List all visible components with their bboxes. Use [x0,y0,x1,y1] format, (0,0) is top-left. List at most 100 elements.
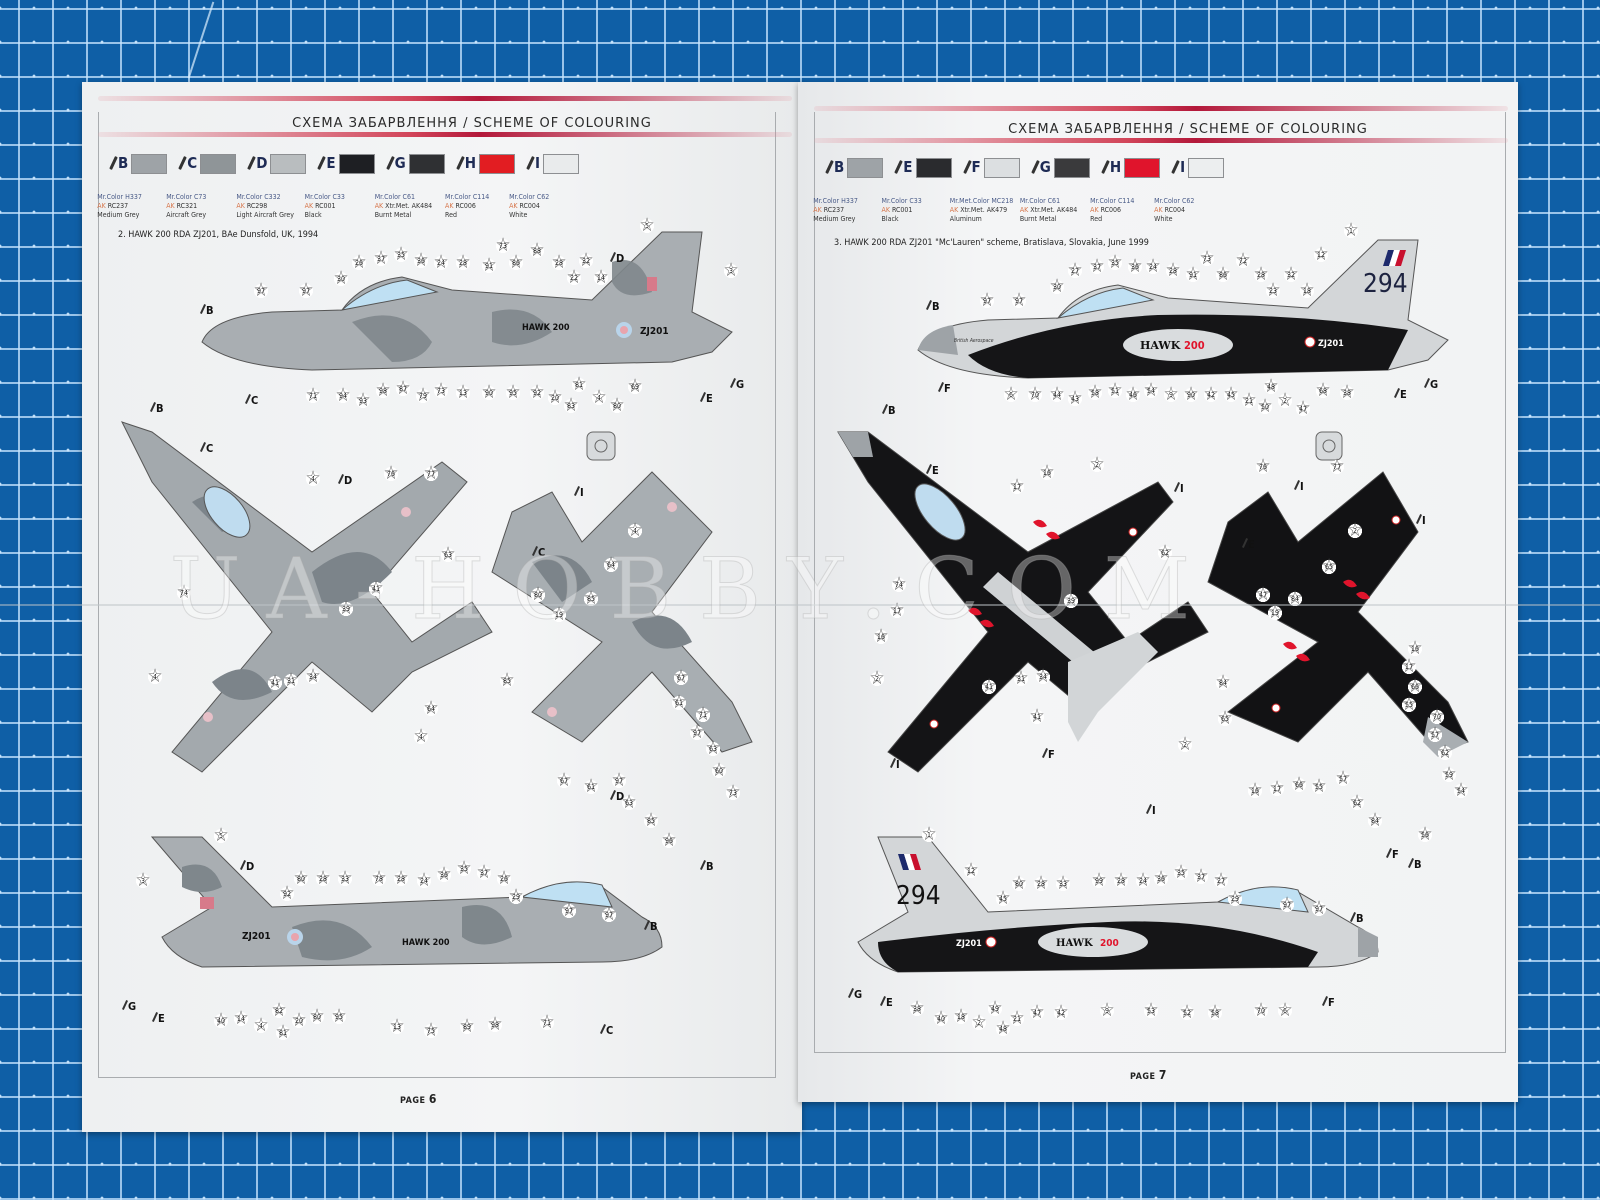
decal-callout-36: 36 [1126,257,1144,276]
decal-callout-67: 67 [672,668,690,687]
decal-callout-27: 27 [1066,261,1084,280]
decal-callout-6: 6 [1276,1001,1294,1020]
decal-callout-64: 64 [602,555,620,574]
decal-callout-30: 30 [332,269,350,288]
decal-callout-39: 39 [337,599,355,618]
page-frame [98,112,776,1078]
decal-callout-17: 17 [1268,779,1286,798]
decal-callout-81: 81 [274,1023,292,1042]
decal-callout-63: 63 [620,793,638,812]
nose-script-marking: British Aerospace [954,338,994,344]
decal-callout-97: 97 [688,723,706,742]
brush-icon [455,156,465,170]
decal-callout-2: 2 [1346,521,1364,540]
paint-label-i: I [1296,480,1304,493]
page-header-title: СХЕМА ЗАБАРВЛЕННЯ / SCHEME OF COLOURING [1008,122,1368,137]
paint-label-c: C [202,442,213,455]
decal-callout-19: 19 [550,605,568,624]
decal-callout-71: 71 [304,386,322,405]
decal-callout-93: 93 [354,391,372,410]
brush-icon [317,156,327,170]
decal-callout-62: 62 [1348,793,1366,812]
decal-callout-97: 97 [610,771,628,790]
decal-callout-12: 12 [1312,245,1330,264]
brush-icon [894,160,904,174]
decal-callout-73: 73 [1198,249,1216,268]
paint-label-i: I [1176,482,1184,495]
paint-label-e: E [1396,388,1407,401]
decal-callout-37: 37 [1192,867,1210,886]
decal-callout-94: 94 [334,386,352,405]
decal-callout-70: 70 [1252,1001,1270,1020]
scheme-caption: 2. HAWK 200 RDA ZJ201, BAe Dunsfold, UK,… [118,230,319,240]
decal-callout-84: 84 [1214,673,1232,692]
aircraft-top-and-bottom-views [121,421,753,773]
decal-callout-98: 98 [486,1015,504,1034]
decal-callout-35: 35 [455,859,473,878]
decal-callout-37: 37 [372,249,390,268]
decal-callout-34: 34 [1034,667,1052,686]
decal-callout-28: 28 [392,869,410,888]
decal-callout-20: 20 [290,1011,308,1030]
paint-label-b: B [1352,912,1364,925]
decal-callout-35: 35 [392,245,410,264]
decal-callout-18: 18 [952,1007,970,1026]
decal-callout-72: 72 [1234,251,1252,270]
decal-callout-60: 60 [710,761,728,780]
paint-label-g: G [732,378,744,391]
decal-callout-49: 49 [986,999,1004,1018]
decal-callout-2: 2 [868,669,886,688]
decal-callout-47: 47 [1028,1003,1046,1022]
decal-callout-20: 20 [546,388,564,407]
decal-callout-29: 29 [1226,889,1244,908]
decal-callout-54: 54 [1142,381,1160,400]
decal-callout-52: 52 [1178,1003,1196,1022]
decal-callout-58: 58 [1086,383,1104,402]
brush-icon [1030,160,1040,174]
decal-callout-45: 45 [994,889,1012,908]
decal-callout-55: 55 [1310,777,1328,796]
decal-callout-85: 85 [642,811,660,830]
decal-callout-32: 32 [1282,265,1300,284]
paint-label-i: I [892,758,900,771]
decal-callout-70: 70 [1026,385,1044,404]
paint-label-b: B [202,304,214,317]
decal-callout-85: 85 [582,589,600,608]
decal-callout-16: 16 [872,627,890,646]
paint-label-f: F [940,382,951,395]
decal-callout-9: 9 [1162,385,1180,404]
decal-callout-57: 57 [1334,769,1352,788]
decal-callout-4: 4 [304,469,322,488]
decal-callout-35: 35 [1172,863,1190,882]
decal-callout-69: 69 [626,377,644,396]
decal-callout-12: 12 [962,861,980,880]
paint-label-e: E [928,464,939,477]
decal-callout-42: 42 [1052,1003,1070,1022]
decal-callout-92: 92 [278,884,296,903]
aircraft-bottom-view [491,471,753,753]
decal-callout-81: 81 [570,375,588,394]
decal-callout-2: 2 [1176,735,1194,754]
decal-callout-33: 33 [336,869,354,888]
decal-callout-14: 14 [232,1009,250,1028]
decal-callout-37: 37 [475,863,493,882]
decal-callout-29: 29 [507,887,525,906]
decal-callout-97: 97 [560,901,578,920]
decal-callout-5: 5 [212,826,230,845]
decal-callout-77: 77 [422,464,440,483]
paint-label-g: G [850,988,862,1001]
decal-callout-36: 36 [1152,869,1170,888]
decal-callout-38: 38 [1338,383,1356,402]
decal-callout-97: 97 [297,281,315,300]
decal-callout-84: 84 [1286,589,1304,608]
decal-callout-42: 42 [1202,385,1220,404]
instruction-page-6: СХЕМА ЗАБАРВЛЕННЯ / SCHEME OF COLOURING … [82,82,802,1132]
decal-callout-1: 1 [1342,221,1360,240]
paint-label-b: B [884,404,896,417]
page-frame [814,112,1506,1053]
decal-callout-62: 62 [1436,743,1454,762]
paint-label-b: B [702,860,714,873]
